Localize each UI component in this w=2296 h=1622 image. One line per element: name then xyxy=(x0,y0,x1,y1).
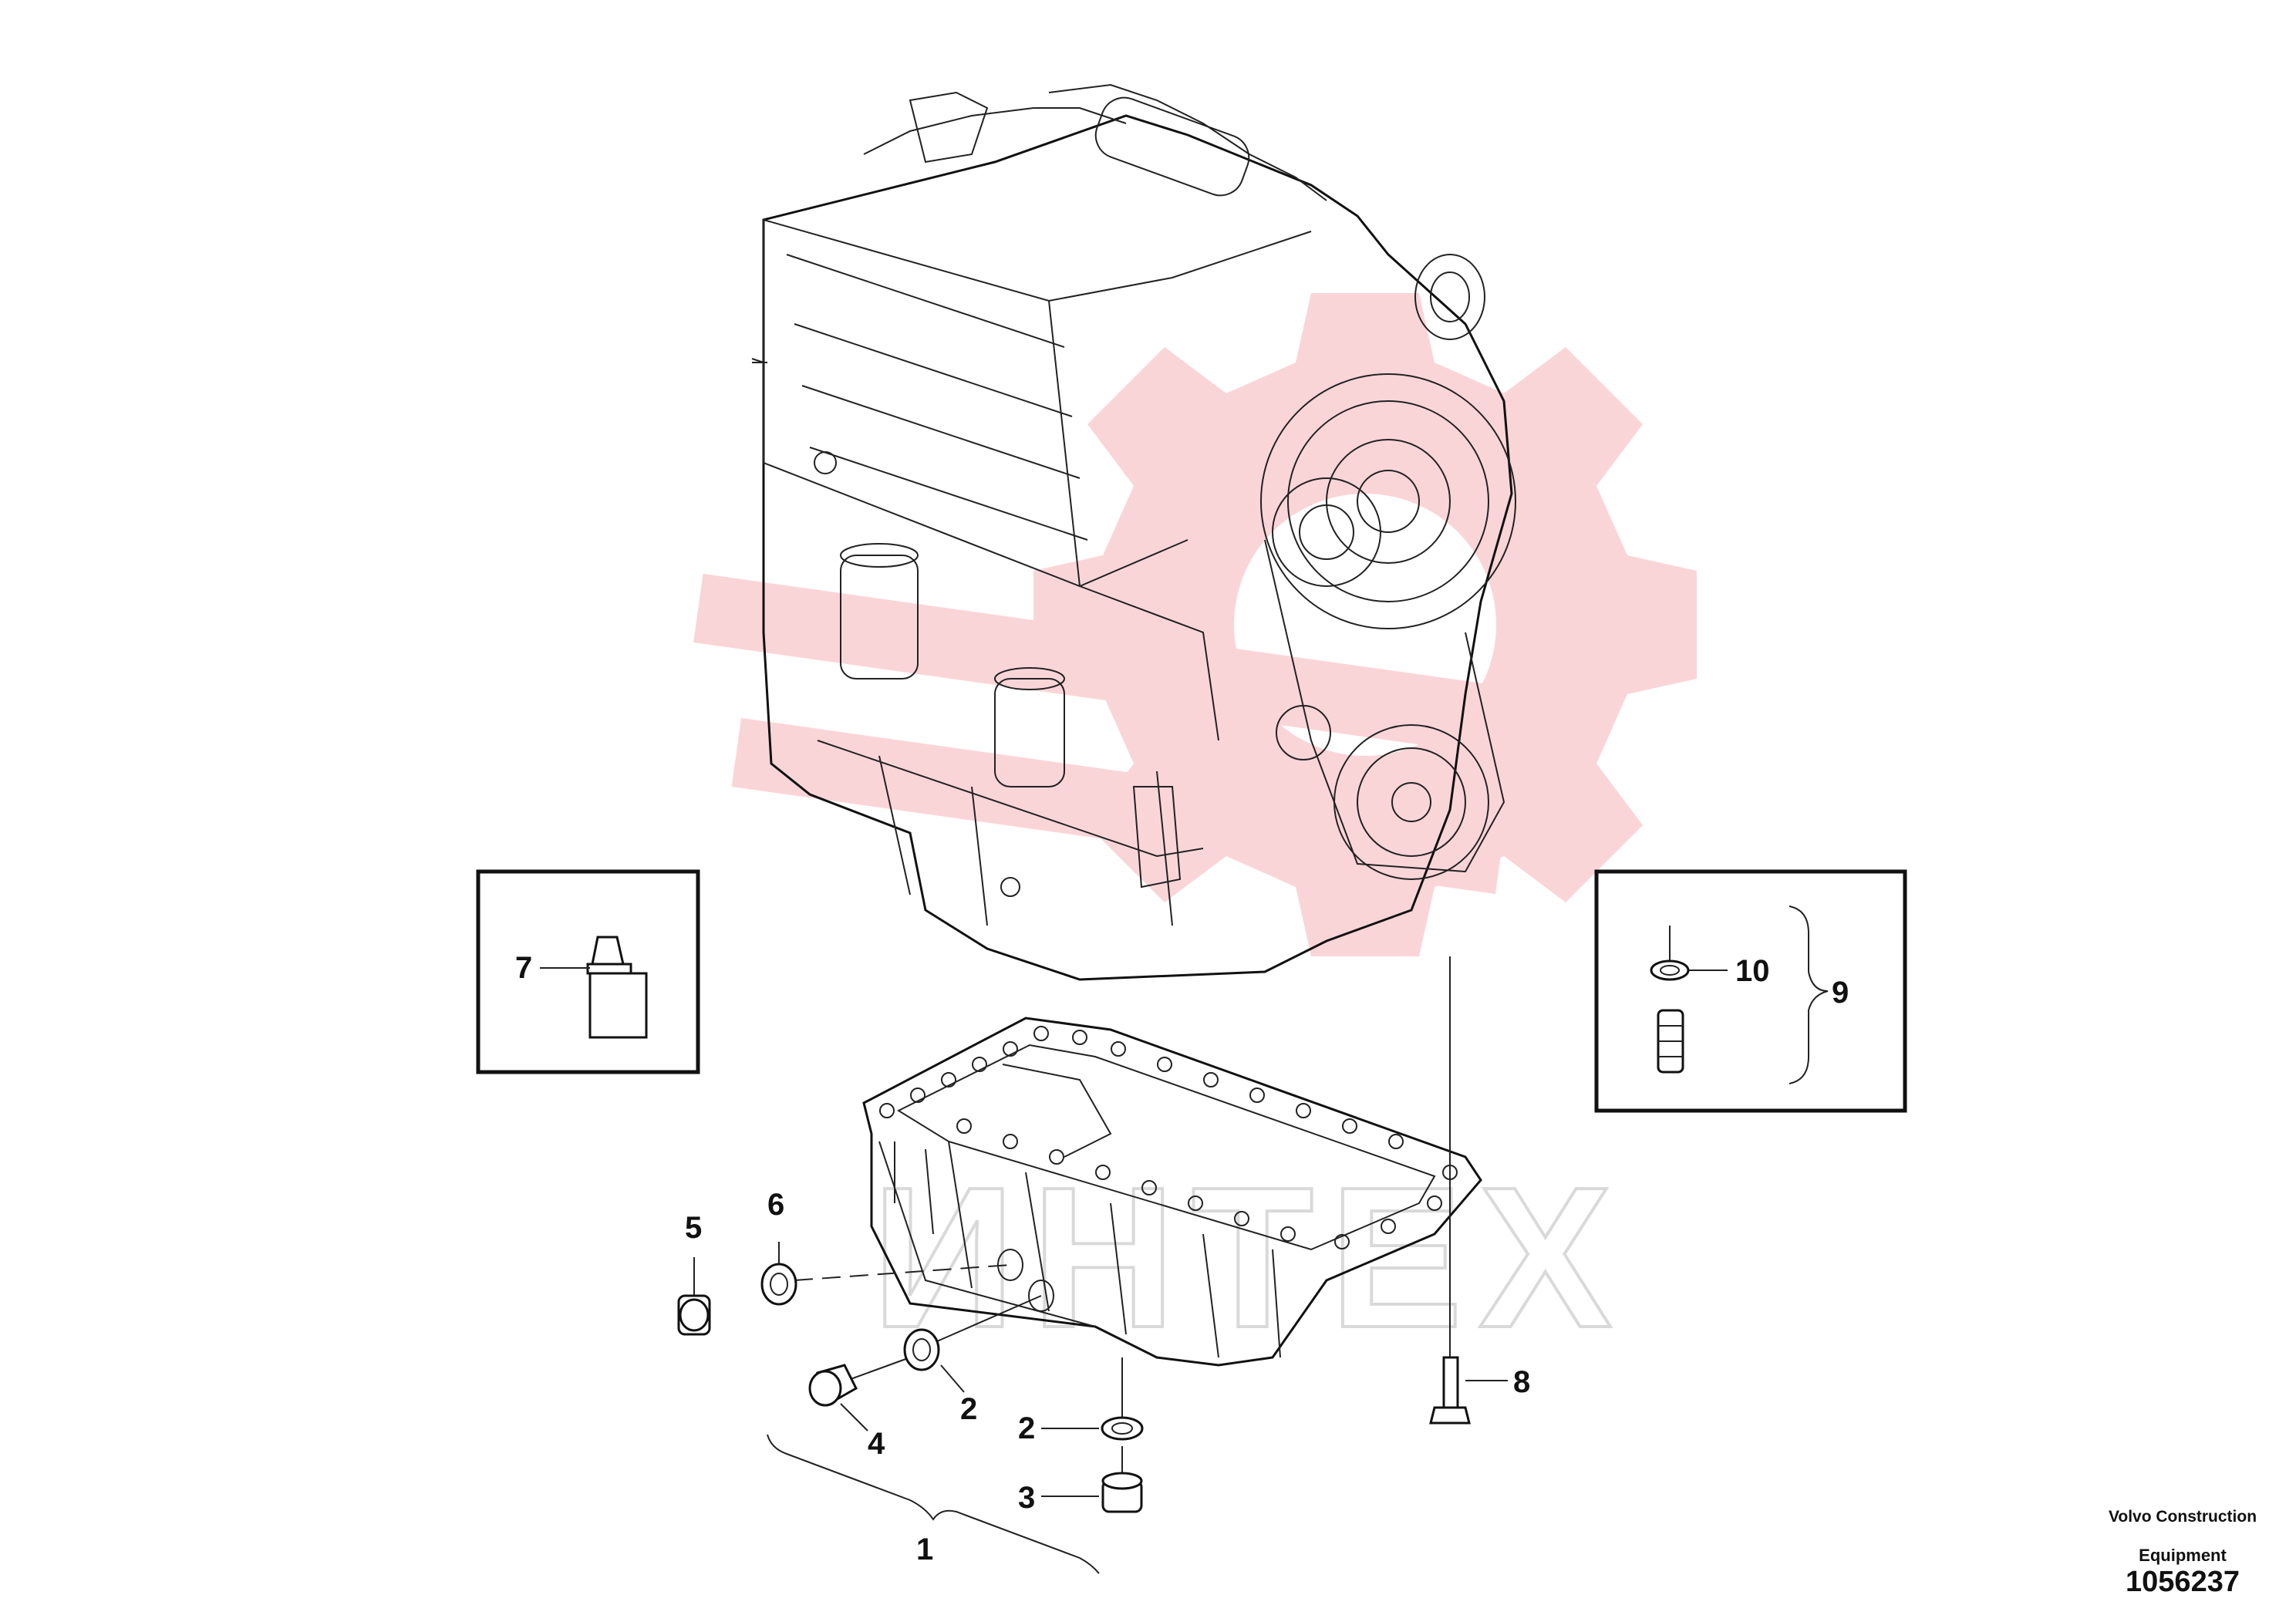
caption-diagram-number: 1056237 xyxy=(2126,1566,2240,1598)
detail-box-9 xyxy=(1594,869,1907,1113)
caption-company-line1: Volvo Construction xyxy=(2108,1508,2257,1526)
callout-2b: 2 xyxy=(1018,1411,1035,1445)
bolt-part-8 xyxy=(1429,1356,1471,1425)
oil-pan xyxy=(862,1017,1482,1367)
callout-8: 8 xyxy=(1513,1365,1530,1399)
detail-box-7 xyxy=(476,869,700,1074)
flange-bolt-holes xyxy=(879,1026,1458,1249)
callout-1: 1 xyxy=(916,1533,933,1566)
callout-6: 6 xyxy=(767,1188,784,1222)
seal-ring-part-2b xyxy=(1101,1416,1144,1441)
callout-ticks xyxy=(840,1364,1508,1497)
seal-ring-part-6 xyxy=(760,1242,797,1306)
plug-part-5 xyxy=(677,1257,711,1336)
watermark-text: ИНТЕХ xyxy=(872,1146,1627,1370)
callout-9: 9 xyxy=(1832,976,1849,1010)
callout-2a: 2 xyxy=(960,1392,977,1426)
watermark-logo xyxy=(693,293,1697,956)
callout-labels: 1 2 2 3 4 5 6 7 8 9 10 xyxy=(515,951,1849,1566)
callout-7: 7 xyxy=(515,951,532,985)
callout-3: 3 xyxy=(1018,1481,1035,1515)
callout-10: 10 xyxy=(1735,954,1770,988)
brace-1 xyxy=(767,1434,1100,1574)
callout-4: 4 xyxy=(868,1427,885,1461)
callout-5: 5 xyxy=(685,1211,702,1245)
plug-part-4 xyxy=(808,1364,858,1407)
drain-plug-part-3 xyxy=(1101,1446,1143,1513)
seal-ring-part-2a xyxy=(903,1328,940,1371)
engine-assembly xyxy=(751,83,1516,981)
caption-company-line2: Equipment xyxy=(2139,1546,2227,1565)
